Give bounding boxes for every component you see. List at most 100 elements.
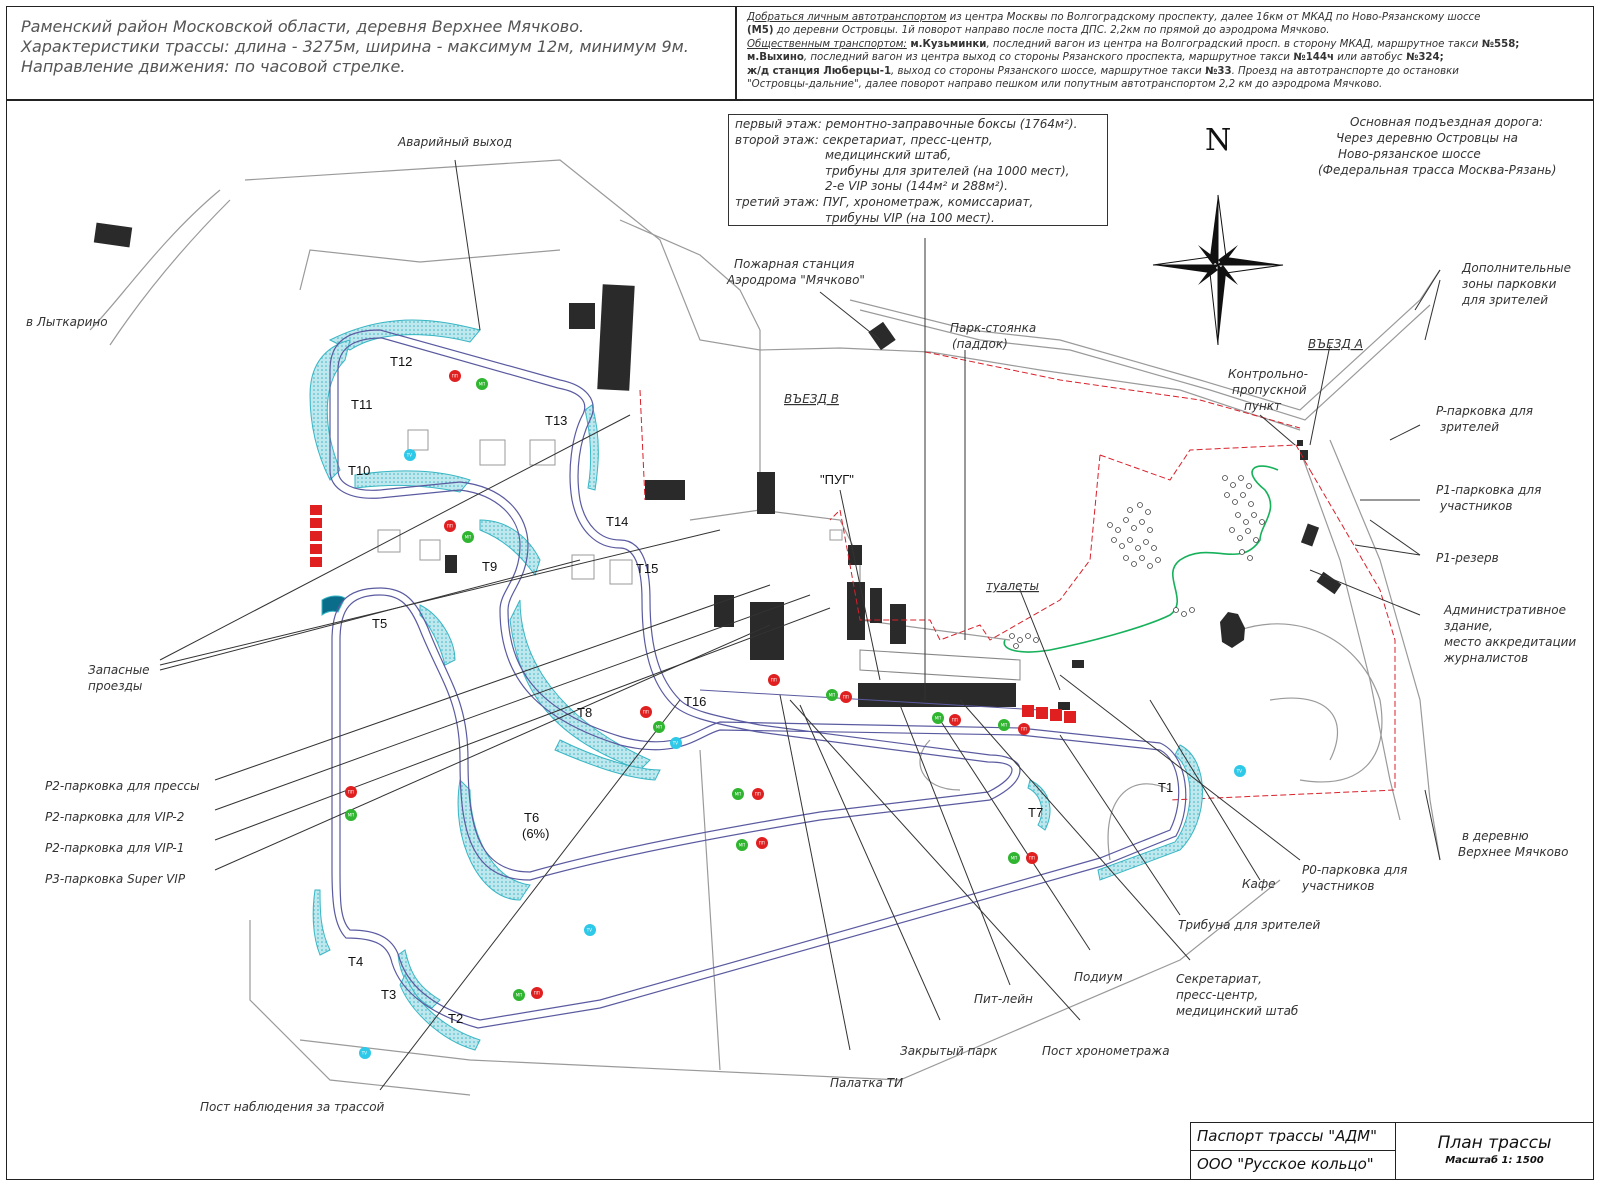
marker-caption: ПП [534,991,540,996]
label-tent: Палатка ТИ [830,1076,903,1090]
marker-caption: ПП [1029,856,1035,861]
header-track-description: Раменский район Московской области, дере… [6,6,736,100]
pit-lane-line [699,689,1041,711]
marker-caption: ПП [643,710,649,715]
label-main-road-3: Ново-рязанское шоссе [1338,147,1481,161]
map-frame [6,100,1594,1180]
label-pug: "ПУГ" [820,472,854,487]
marker-caption: ПП [447,524,453,529]
pit-stands [859,649,1021,681]
label-admin-2: здание, [1444,619,1493,633]
marker-caption: ПП [348,790,354,795]
turn-label: T14 [606,514,628,529]
marker-caption: ПП [952,718,958,723]
label-secretariat-3: медицинский штаб [1176,1004,1299,1018]
label-p0-2: участников [1301,879,1374,893]
marker-caption: TV [406,453,412,458]
marker-caption: TV [586,928,592,933]
marker-green: МП [998,719,1010,731]
label-secretariat-1: Секретариат, [1176,972,1262,986]
marker-green: МП [462,531,474,543]
marker-caption: МП [935,716,941,721]
building-floors-box: первый этаж: ремонтно-заправочные боксы … [728,114,1108,226]
marker-caption: МП [465,535,471,540]
label-entry-a: ВЪЕЗД А [1308,337,1363,351]
marker-caption: МП [829,693,835,698]
directions-car: Добраться личным автотранспортом из цент… [747,12,1481,23]
turn-label: T7 [1028,805,1043,820]
label-main-road-4: (Федеральная трасса Москва-Рязань) [1318,163,1556,177]
building-outlines [377,429,843,585]
label-admin-3: место аккредитации [1444,635,1576,649]
marker-green: МП [476,378,488,390]
label-fire-2: Аэродрома "Мячково" [726,273,865,287]
turn-label: T16 [684,694,706,709]
title-block-scale: Масштаб 1: 1500 [1445,1155,1544,1166]
label-checkpoint-2: пропускной [1232,383,1307,397]
turn-label: T8 [577,705,592,720]
red-boxes [310,505,1076,723]
marker-red: ПП [345,786,357,798]
label-checkpoint-3: пункт [1244,399,1282,413]
turn-label: T4 [348,954,363,969]
marker-caption: ПП [759,841,765,846]
leader-lines [159,159,1441,1091]
marker-caption: МП [656,725,662,730]
marker-red: ПП [1018,723,1030,735]
marker-caption: МП [1011,856,1017,861]
turn-label: T1 [1158,780,1173,795]
label-p2-press: P2-парковка для прессы [45,779,200,793]
turn-label: T10 [348,463,370,478]
marker-caption: МП [348,813,354,818]
label-p2-vip1: P2-парковка для VIP-1 [45,841,184,855]
label-extra-3: для зрителей [1461,293,1548,307]
runoff-areas [309,319,1203,1051]
label-toilets: туалеты [986,579,1039,593]
marker-red: ПП [949,714,961,726]
marker-cyan: TV [359,1047,371,1059]
label-closed-park: Закрытый парк [900,1044,998,1058]
marker-green: МП [1008,852,1020,864]
label-checkpoint-1: Контрольно- [1228,367,1308,381]
marker-caption: МП [735,792,741,797]
property-boundary [639,351,1396,801]
marker-caption: МП [739,843,745,848]
marker-caption: TV [361,1051,367,1056]
directions-public: Общественным транспортом: м.Кузьминки, п… [747,38,1520,50]
label-to-village-1: в деревню [1462,829,1529,843]
compass-north-letter: N [1205,123,1231,158]
marker-cyan: TV [670,737,682,749]
label-observation-post: Пост наблюдения за трассой [200,1100,385,1114]
marker-red: ПП [840,691,852,703]
label-to-village-2: Верхнее Мячково [1458,845,1568,859]
label-timing-post: Пост хронометража [1042,1044,1170,1058]
marker-red: ПП [531,987,543,999]
turn-label: T12 [390,354,412,369]
turn-label: T9 [482,559,497,574]
label-extra-2: зоны парковки [1462,277,1557,291]
turn-label: T2 [448,1011,463,1026]
marker-caption: МП [1001,723,1007,728]
label-podium: Подиум [1074,970,1123,984]
label-main-road-2: Через деревню Островцы на [1336,131,1518,145]
marker-red: ПП [640,706,652,718]
marker-green: МП [653,721,665,733]
marker-green: МП [513,989,525,1001]
label-tribune: Трибуна для зрителей [1178,918,1320,932]
label-fire-1: Пожарная станция [734,257,854,271]
marker-cyan: TV [404,449,416,461]
label-admin-1: Административное [1443,603,1566,617]
turn-label: T11 [351,397,372,412]
marker-caption: ПП [1021,727,1027,732]
label-p1-reserve: P1-резерв [1436,551,1499,565]
marker-caption: TV [672,741,678,746]
header-line-direction: Направление движения: по часовой стрелке… [21,57,406,76]
marker-caption: ПП [843,695,849,700]
marker-green: МП [826,689,838,701]
title-block-plan-title: План трассы [1437,1133,1552,1153]
map-labels: Аварийный выход в Лыткарино Запасные про… [26,115,1576,1114]
label-spare-1: Запасные [88,663,150,677]
pedestrian-path [1003,465,1279,653]
turn-label: T15 [636,561,658,576]
